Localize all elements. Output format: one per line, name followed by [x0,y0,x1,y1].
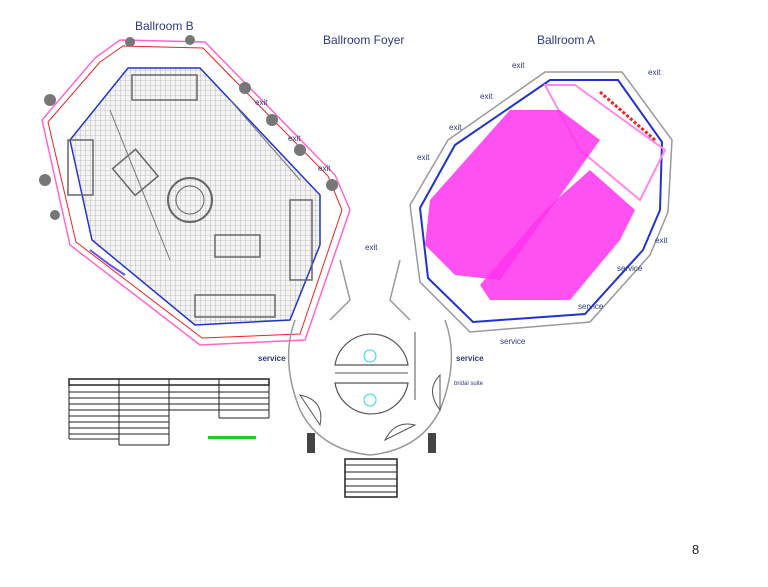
ballroom-b-title: Ballroom B [135,19,194,33]
foyer-plan [287,259,453,456]
ballroom-b-plan [39,35,351,346]
legend-tables [68,378,398,498]
service-label: service [578,302,604,311]
exit-label: exit [449,123,462,132]
exit-label: exit [512,61,525,70]
ballroom-foyer-title: Ballroom Foyer [323,33,405,47]
exit-label: exit [318,164,331,173]
bridal-suite-label: bridal suite [454,381,484,387]
ballroom-a-title: Ballroom A [537,33,596,47]
exit-label: exit [480,92,493,101]
service-label: service [456,354,484,363]
exit-label: exit [648,68,661,77]
exit-label: exit [655,236,668,245]
exit-label: exit [288,134,301,143]
service-label: service [617,264,643,273]
ballroom-a-plan [409,71,673,333]
service-label: service [258,354,286,363]
service-label: service [500,337,526,346]
exit-label: exit [417,153,430,162]
exit-label: exit [365,243,378,252]
exit-label: exit [255,98,268,107]
page-number: 8 [692,542,700,557]
